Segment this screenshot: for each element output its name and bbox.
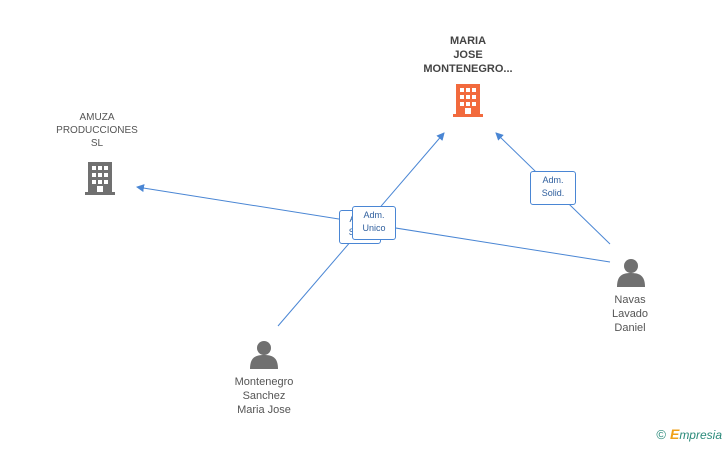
person-icon[interactable] — [617, 259, 645, 287]
brand-logo[interactable]: ©Empresia — [656, 426, 722, 442]
person-icon[interactable] — [250, 341, 278, 369]
node-label-maria-jose-company[interactable]: MARIA JOSE MONTENEGRO... — [408, 34, 528, 76]
edge-label-line: Unico — [362, 223, 386, 233]
building-icon[interactable] — [453, 84, 483, 117]
brand-initial: E — [669, 426, 680, 442]
label-line: PRODUCCIONES — [56, 125, 138, 136]
label-line: Navas — [614, 294, 646, 306]
edge-label-line: Solid. — [541, 188, 565, 198]
label-line: Sanchez — [242, 390, 286, 402]
label-line: Daniel — [614, 322, 646, 334]
edge-label-line: Adm. — [542, 175, 564, 185]
copyright-icon: © — [656, 427, 666, 442]
brand-name: mpresia — [679, 428, 722, 442]
edge-label-montenegro-to-company: Adm. Unico — [352, 206, 396, 240]
edge-label-navas-to-company: Adm. Solid. — [530, 171, 576, 205]
label-line: Maria Jose — [237, 404, 291, 416]
node-label-montenegro[interactable]: Montenegro Sanchez Maria Jose — [214, 375, 314, 417]
label-line: MARIA — [449, 35, 487, 47]
label-line: SL — [90, 138, 104, 149]
label-line: Lavado — [611, 308, 649, 320]
node-label-amuza[interactable]: AMUZA PRODUCCIONES SL — [42, 111, 152, 150]
label-line: MONTENEGRO... — [423, 63, 513, 75]
building-icon[interactable] — [85, 162, 115, 195]
edge-label-line: Adm. — [363, 210, 385, 220]
node-label-navas[interactable]: Navas Lavado Daniel — [590, 293, 670, 335]
label-line: Montenegro — [234, 376, 294, 388]
label-line: AMUZA — [79, 112, 115, 123]
label-line: JOSE — [453, 49, 483, 61]
